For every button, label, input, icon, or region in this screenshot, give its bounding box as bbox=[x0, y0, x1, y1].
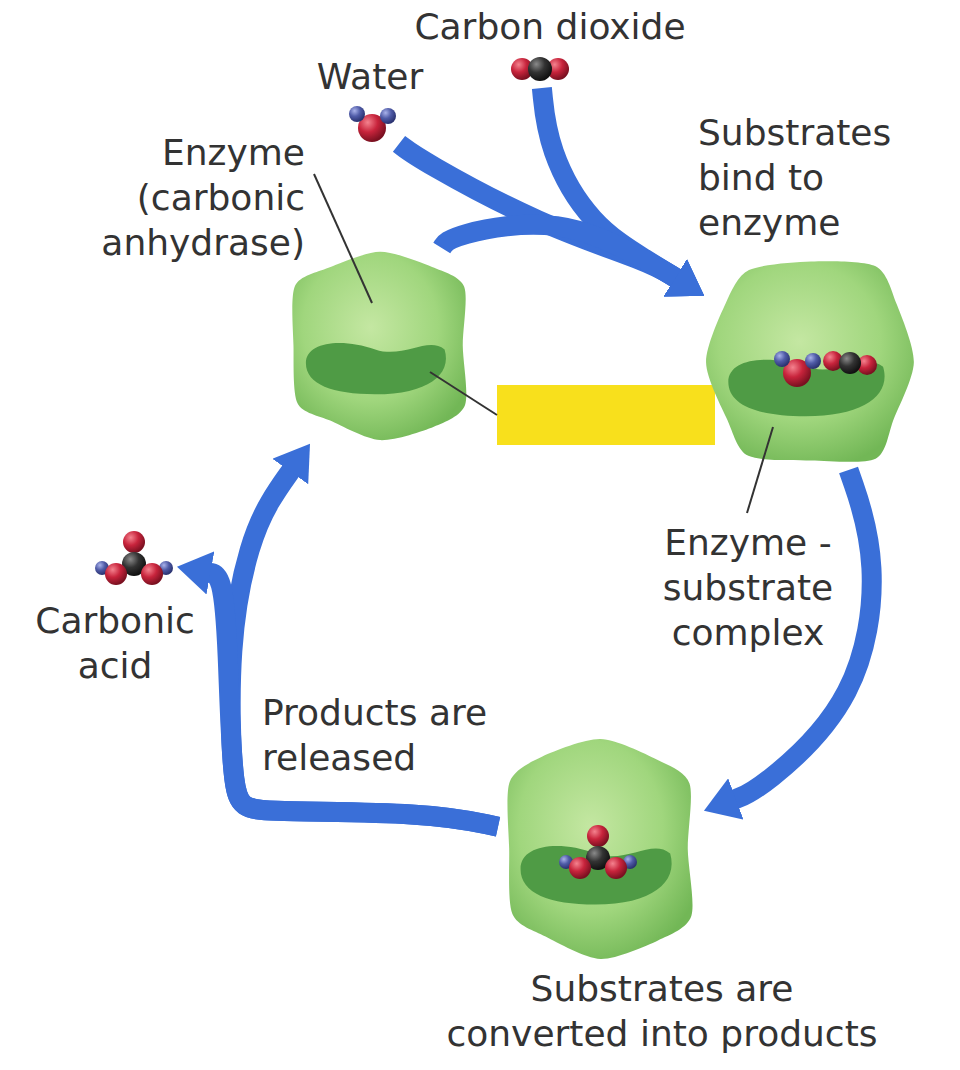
oxygen-atom bbox=[123, 531, 145, 553]
enzyme-detail bbox=[285, 248, 475, 443]
leader-line bbox=[747, 427, 773, 513]
highlight-box bbox=[497, 385, 715, 445]
enzyme-shape: Substrates are converted into products bbox=[498, 738, 703, 960]
enzyme-body bbox=[292, 252, 466, 440]
hydrogen-atom bbox=[805, 353, 821, 369]
carbon-atom bbox=[839, 352, 861, 374]
active-site bbox=[521, 846, 672, 904]
enzyme-outline bbox=[285, 248, 475, 443]
hydrogen-atom bbox=[774, 351, 790, 367]
active-site bbox=[306, 343, 446, 394]
reaction-arrow bbox=[231, 471, 498, 827]
node-label: Substrates bind to enzyme bbox=[698, 110, 928, 245]
leader-line bbox=[314, 174, 372, 303]
enzyme-body bbox=[706, 261, 914, 462]
reaction-arrow bbox=[399, 144, 676, 279]
oxygen-atom bbox=[569, 857, 591, 879]
node-label: Water bbox=[300, 54, 440, 99]
molecule-node: Carbonic acid bbox=[92, 528, 176, 590]
molecule-model bbox=[92, 528, 176, 590]
molecule-node: Carbon dioxide bbox=[505, 50, 575, 88]
enzyme-detail bbox=[705, 255, 917, 470]
node-label: Carbon dioxide bbox=[390, 4, 710, 49]
carbon-atom bbox=[528, 57, 552, 81]
enzyme-shape: Enzyme (carbonic anhydrase) bbox=[285, 248, 475, 443]
hydrogen-atom bbox=[349, 106, 365, 122]
enzyme-detail bbox=[498, 738, 703, 960]
oxygen-atom bbox=[141, 563, 163, 585]
oxygen-atom bbox=[605, 857, 627, 879]
node-label: Substrates are converted into products bbox=[438, 966, 886, 1056]
hydrogen-atom bbox=[380, 108, 396, 124]
oxygen-atom bbox=[105, 563, 127, 585]
enzyme-body bbox=[507, 739, 692, 959]
reaction-arrow bbox=[442, 225, 676, 279]
node-label: Enzyme - substrate complex bbox=[648, 520, 848, 655]
molecule-model bbox=[505, 50, 575, 88]
leader-line bbox=[430, 372, 497, 415]
oxygen-atom bbox=[587, 825, 609, 847]
molecule-model bbox=[345, 100, 399, 146]
reaction-arrow bbox=[209, 573, 498, 827]
edge-label: Products are released bbox=[262, 690, 494, 780]
molecule-node: Water bbox=[345, 100, 399, 146]
enzyme-shape: Substrates bind to enzymeEnzyme - substr… bbox=[705, 255, 917, 470]
node-label: Carbonic acid bbox=[25, 598, 205, 688]
node-label: Enzyme (carbonic anhydrase) bbox=[90, 130, 305, 265]
